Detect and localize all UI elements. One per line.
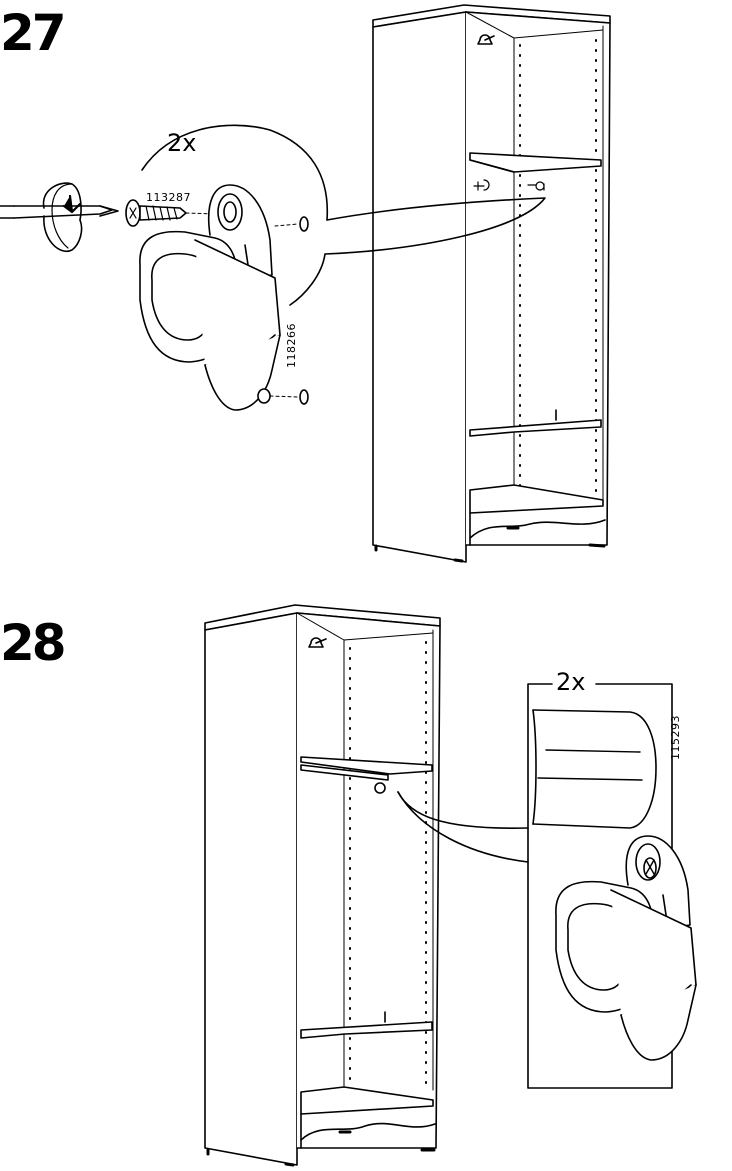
bookcase-28 bbox=[205, 605, 440, 1165]
end-cap-icon bbox=[533, 710, 656, 828]
bookcase-27 bbox=[373, 5, 610, 562]
quantity-label-27: 2x bbox=[167, 129, 196, 157]
bracket-clip-mounted-icon bbox=[556, 836, 696, 1060]
screwdriver-icon bbox=[0, 183, 118, 251]
bracket-part-number: 118266 bbox=[285, 323, 298, 368]
quantity-label-28: 2x bbox=[556, 668, 585, 696]
cap-part-number: 115293 bbox=[669, 715, 682, 760]
step27-illustration: 2x 113287 118266 bbox=[0, 5, 610, 562]
screw-part-number: 113287 bbox=[146, 191, 191, 204]
step28-illustration: 2x 115293 bbox=[205, 605, 696, 1165]
